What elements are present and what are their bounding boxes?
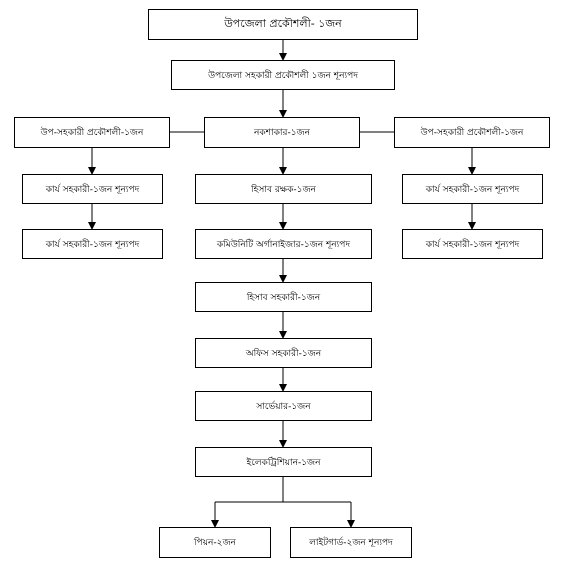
box-right-work-assistant-1: কার্য সহকারী-১জন শূন্যপদ (402, 174, 543, 204)
box-accounts-assistant: হিসাব সহকারী-১জন (195, 282, 372, 312)
box-left-work-assistant-2: কার্য সহকারী-১জন শূন্যপদ (22, 229, 163, 259)
box-accounts-keeper: হিসাব রক্ষক-১জন (195, 174, 372, 204)
box-lineman: লাইটগার্ড-২জন শূন্যপদ (290, 527, 412, 558)
box-peon: পিয়ন-২জন (159, 527, 271, 558)
box-right-sub-assistant-engineer: উপ-সহকারী প্রকৌশলী-১জন (394, 117, 550, 148)
box-left-sub-assistant-engineer: উপ-সহকারী প্রকৌশলী-১জন (14, 117, 170, 148)
box-draftsman: নকশাকার-১জন (204, 117, 360, 148)
box-office-assistant: অফিস সহকারী-১জন (195, 338, 372, 368)
box-assistant-engineer: উপজেলা সহকারী প্রকৌশলী ১জন শূন্যপদ (171, 60, 395, 90)
box-right-work-assistant-2: কার্য সহকারী-১জন শূন্যপদ (402, 229, 543, 259)
box-electrician: ইলেকট্রিশিয়ান-১জন (195, 447, 372, 477)
box-upazila-engineer: উপজেলা প্রকৌশলী- ১জন (148, 9, 418, 40)
box-left-work-assistant-1: কার্য সহকারী-১জন শূন্যপদ (22, 174, 163, 204)
box-surveyor: সার্ভেয়ার-১জন (195, 391, 372, 421)
box-community-organizer: কমিউনিটি অর্গানাইজার-১জন শূন্যপদ (195, 229, 372, 259)
